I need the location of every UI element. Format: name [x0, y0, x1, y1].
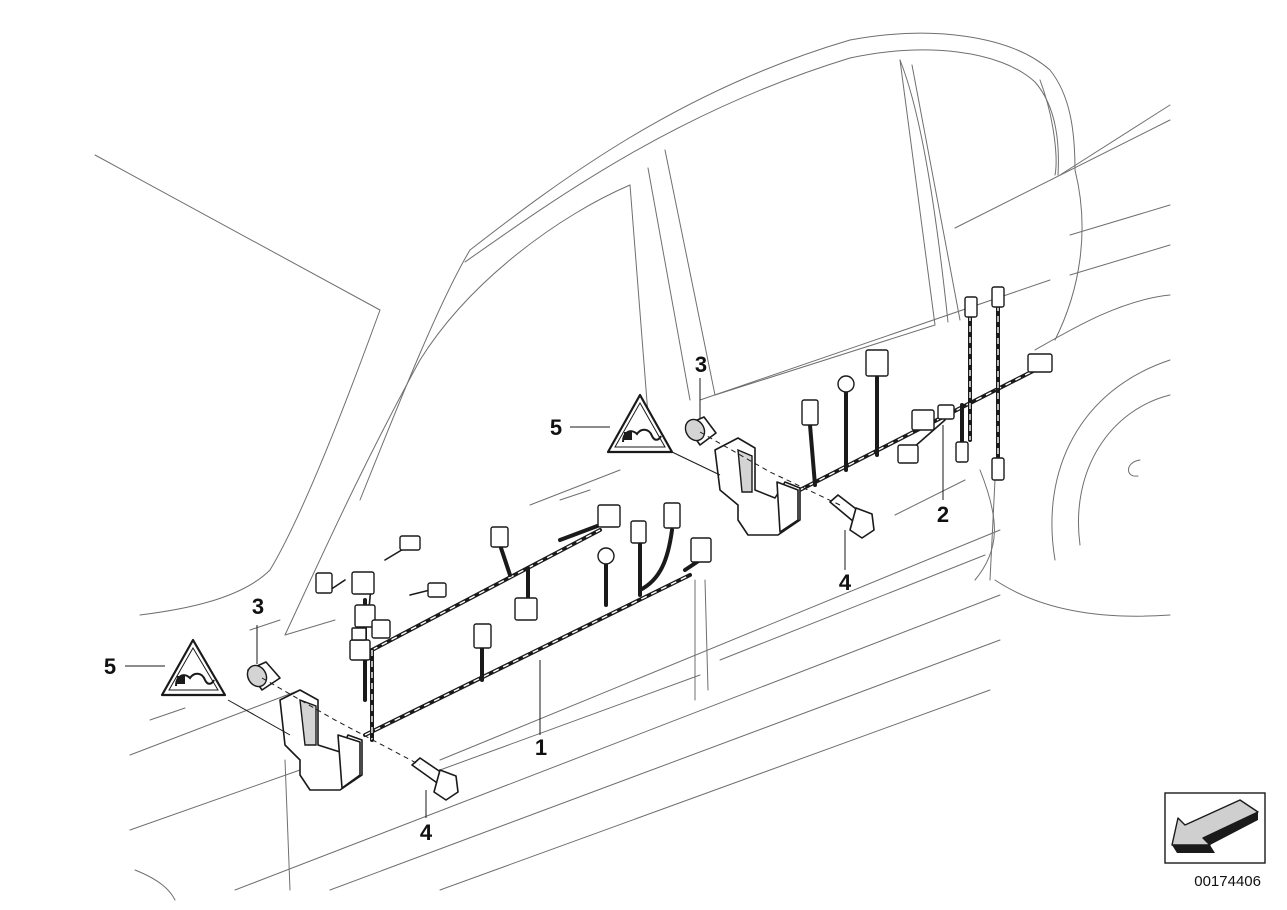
callout-2: 2 [937, 502, 949, 527]
rear-door-wiring-harness [788, 286, 1053, 497]
callout-4-front: 4 [420, 820, 433, 845]
assembly-dashed-lines [227, 431, 841, 766]
leader-lines [125, 378, 944, 818]
rear-bolt [829, 494, 875, 539]
front-cap [246, 661, 281, 691]
rear-grommet [714, 437, 801, 536]
front-door-wiring-harness [315, 502, 712, 742]
rear-warning-triangle [606, 393, 674, 454]
front-grommet [279, 689, 363, 791]
callout-3-front: 3 [252, 594, 264, 619]
rear-cap [684, 416, 717, 446]
car-body-outline [94, 32, 1171, 901]
callout-4-rear: 4 [839, 570, 852, 595]
catalog-number: 00174406 [1194, 873, 1261, 890]
front-warning-triangle [160, 638, 227, 697]
callout-3-rear: 3 [695, 352, 707, 377]
callout-5-rear: 5 [550, 415, 562, 440]
direction-arrow-icon [1164, 792, 1266, 864]
callout-1: 1 [535, 735, 547, 760]
front-bolt [411, 757, 459, 801]
callout-5-front: 5 [104, 654, 116, 679]
